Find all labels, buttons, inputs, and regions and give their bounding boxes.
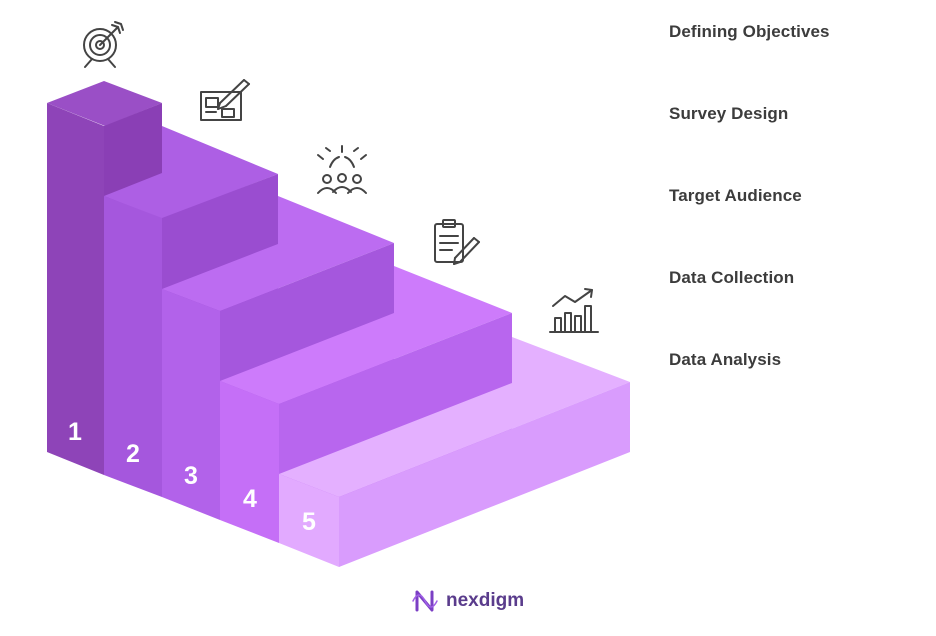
step-label-5: Data Analysis	[669, 350, 782, 369]
blueprint-pencil-icon	[200, 79, 250, 121]
brand-logo: nexdigm	[412, 586, 532, 616]
step-2-top	[104, 126, 278, 219]
target-icon	[83, 21, 124, 68]
growth-chart-icon	[549, 288, 599, 333]
clipboard-pencil-icon	[434, 219, 480, 265]
step-2-number: 2	[126, 440, 140, 468]
step-2-front	[104, 196, 162, 497]
step-1-front	[47, 103, 104, 475]
step-label-3: Target Audience	[669, 186, 802, 205]
step-label-2: Survey Design	[669, 104, 789, 123]
step-4-number: 4	[243, 485, 257, 513]
step-label-1: Defining Objectives	[669, 22, 830, 41]
step-5	[279, 337, 630, 567]
brand-name: nexdigm	[446, 590, 525, 611]
step-1-top	[47, 81, 162, 126]
nexdigm-logo-icon	[412, 590, 438, 612]
step-3-number: 3	[184, 462, 198, 490]
step-4-top	[220, 266, 512, 404]
step-3-top	[162, 196, 394, 311]
step-1-number: 1	[68, 418, 82, 446]
step-5-number: 5	[302, 508, 316, 536]
audience-icon	[317, 145, 367, 194]
step-3-front	[162, 289, 220, 520]
step-5-top	[279, 337, 630, 497]
step-5-side	[339, 382, 630, 567]
step-5-front	[279, 474, 339, 567]
step-4-front	[220, 381, 279, 543]
step-label-4: Data Collection	[669, 268, 795, 287]
